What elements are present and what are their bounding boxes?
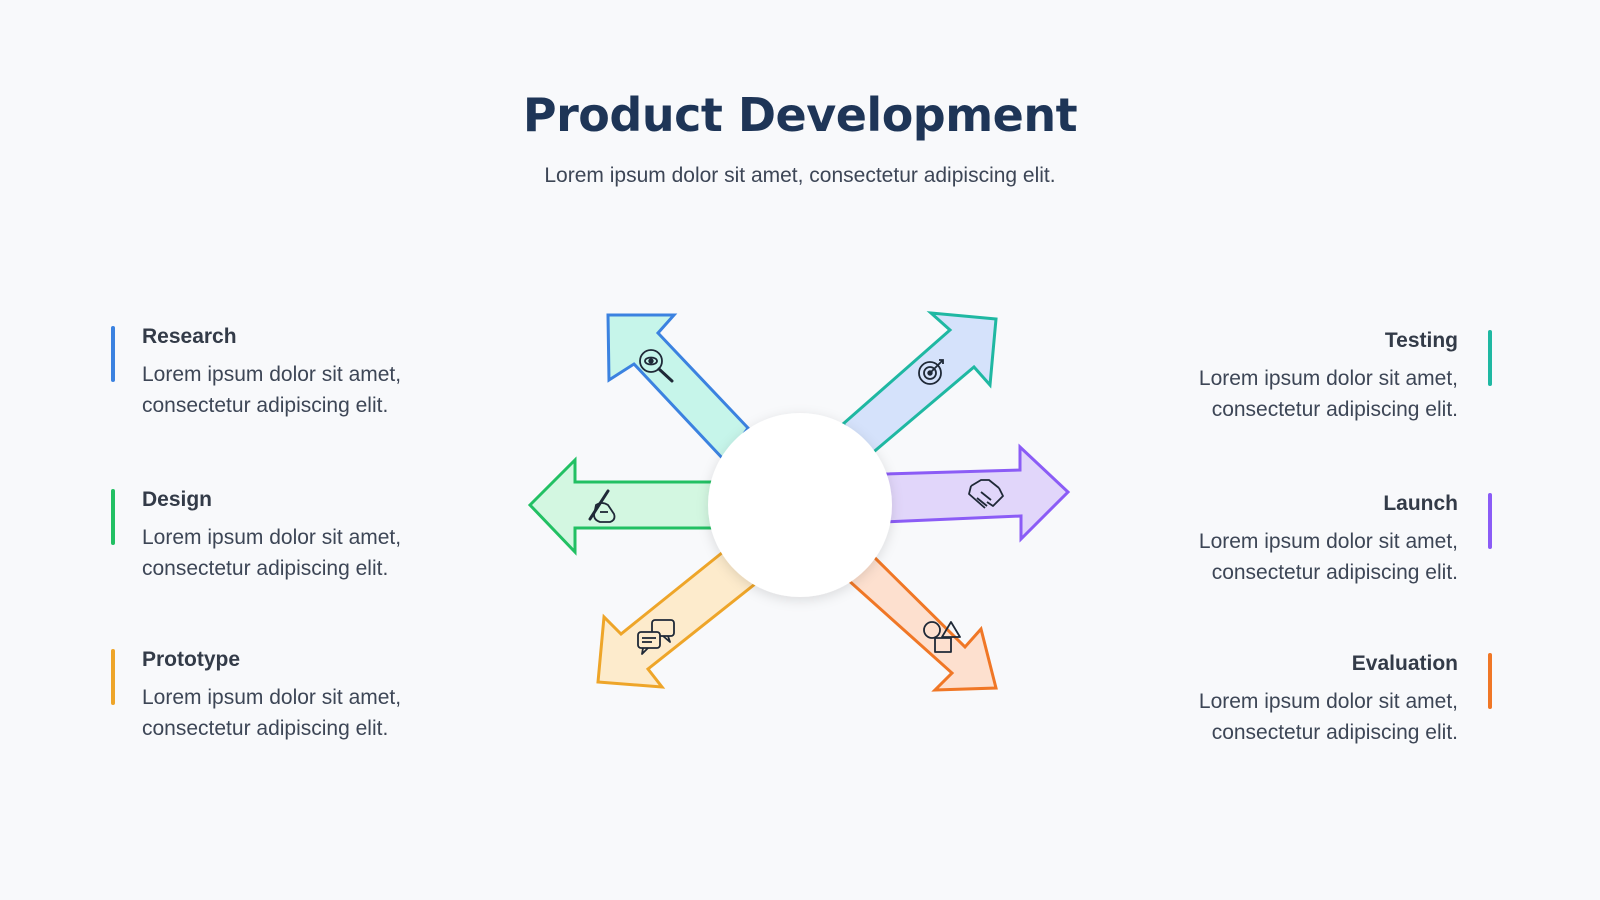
- center-circle: [708, 413, 892, 597]
- step-text-line: consectetur adipiscing elit.: [142, 557, 389, 580]
- step-text-line: Lorem ipsum dolor sit amet,: [142, 363, 402, 386]
- chat-bubbles-icon: [637, 619, 675, 655]
- step-text-line: Lorem ipsum dolor sit amet,: [1198, 690, 1458, 713]
- accent-bar-design: [111, 489, 115, 545]
- arrow-prototype: [596, 545, 758, 689]
- step-label: Research: [142, 325, 237, 348]
- magnifier-eye-icon: [639, 349, 674, 383]
- step-text-line: consectetur adipiscing elit.: [142, 394, 389, 417]
- shapes-icon: [923, 621, 961, 653]
- hand-pen-icon: [588, 489, 616, 523]
- step-design: Design Lorem ipsum dolor sit amet, conse…: [111, 488, 472, 584]
- arrow-research: [606, 313, 750, 464]
- accent-bar-prototype: [111, 649, 115, 705]
- step-launch: Launch Lorem ipsum dolor sit amet, conse…: [1128, 492, 1492, 588]
- step-label: Evaluation: [1351, 652, 1458, 675]
- target-icon: [918, 359, 944, 385]
- step-label: Launch: [1383, 492, 1458, 515]
- step-testing: Testing Lorem ipsum dolor sit amet, cons…: [1128, 329, 1492, 425]
- step-text-line: Lorem ipsum dolor sit amet,: [142, 526, 402, 549]
- arrow-evaluation: [844, 550, 998, 692]
- arrow-launch: [882, 443, 1071, 543]
- step-prototype: Prototype Lorem ipsum dolor sit amet, co…: [111, 648, 472, 744]
- step-text-line: Lorem ipsum dolor sit amet,: [1198, 367, 1458, 390]
- step-text-line: consectetur adipiscing elit.: [1211, 398, 1458, 421]
- accent-bar-launch: [1488, 493, 1492, 549]
- step-text-line: consectetur adipiscing elit.: [142, 717, 389, 740]
- page-title: Product Development: [522, 88, 1078, 142]
- step-label: Design: [142, 488, 213, 511]
- step-text-line: consectetur adipiscing elit.: [1211, 721, 1458, 744]
- step-label: Prototype: [142, 648, 241, 671]
- arrow-design: [527, 456, 716, 556]
- step-text-line: Lorem ipsum dolor sit amet,: [1198, 530, 1458, 553]
- step-research: Research Lorem ipsum dolor sit amet, con…: [111, 325, 472, 421]
- step-evaluation: Evaluation Lorem ipsum dolor sit amet, c…: [1128, 652, 1492, 748]
- accent-bar-testing: [1488, 330, 1492, 386]
- arrow-testing: [840, 311, 998, 458]
- handshake-icon: [968, 479, 1004, 509]
- accent-bar-evaluation: [1488, 653, 1492, 709]
- step-label: Testing: [1384, 329, 1458, 352]
- step-text-line: Lorem ipsum dolor sit amet,: [142, 686, 402, 709]
- accent-bar-research: [111, 326, 115, 382]
- page-subtitle: Lorem ipsum dolor sit amet, consectetur …: [544, 164, 1056, 187]
- step-text-line: consectetur adipiscing elit.: [1211, 561, 1458, 584]
